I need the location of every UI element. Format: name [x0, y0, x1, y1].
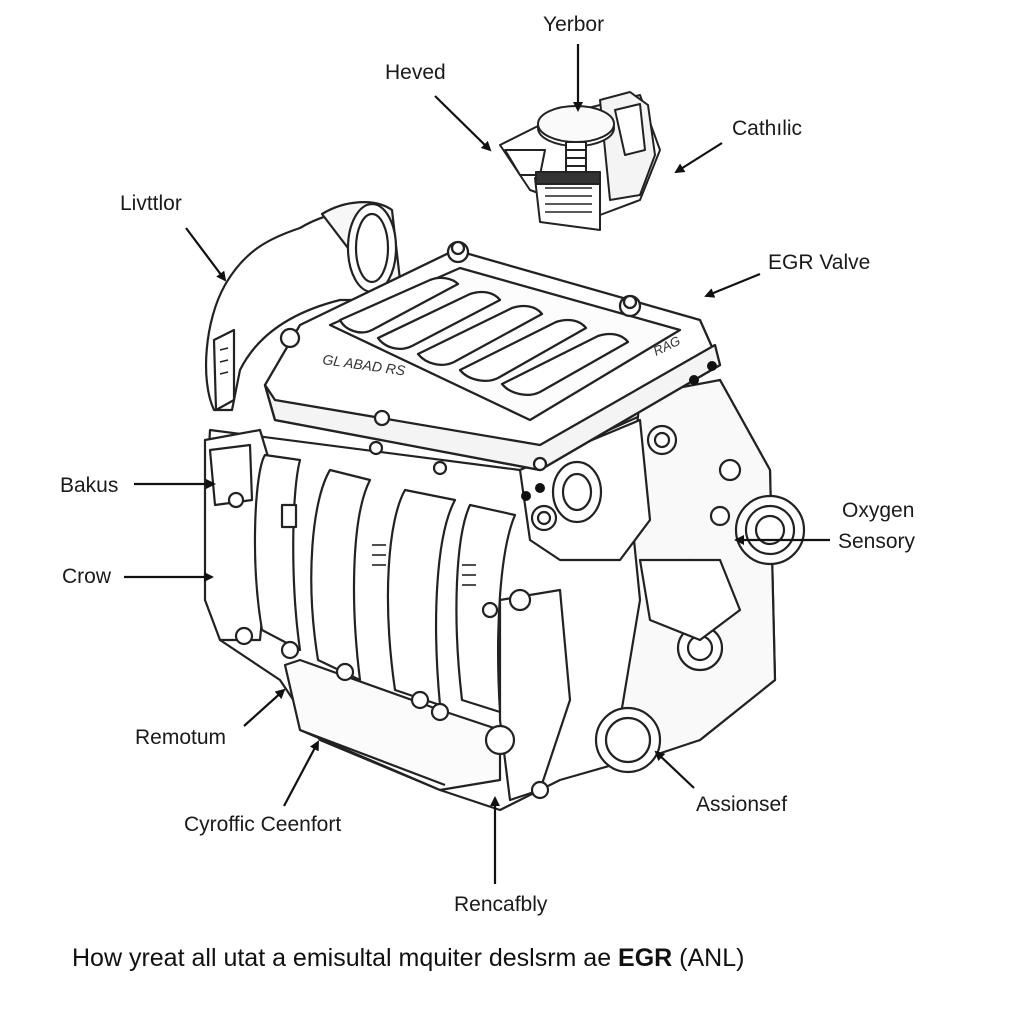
arrow-assionsef: [654, 750, 695, 789]
caption-prefix: How yreat all utat a emisultal mquiter d…: [72, 944, 619, 972]
label-assionsef: Assionsef: [696, 793, 788, 816]
label-crow: Crow: [62, 565, 112, 588]
caption-bold: EGR: [618, 944, 673, 972]
leader-arrows: [124, 44, 830, 884]
label-rencafbly: Rencafbly: [454, 893, 548, 916]
arrow-egr-valve: [704, 272, 761, 298]
air-intake-duct: [205, 201, 402, 412]
arrow-remotum: [243, 688, 286, 727]
label-livttlor: Livttlor: [120, 192, 182, 215]
label-egr-valve: EGR Valve: [768, 251, 871, 274]
label-yerbor: Yerbor: [543, 13, 605, 36]
intake-runners: [253, 440, 517, 722]
caption-suffix: (ANL): [672, 944, 745, 972]
arrow-cyroffic: [283, 740, 319, 807]
label-cyroffic-ceenfort: Cyroffic Ceenfort: [184, 813, 342, 836]
label-sensory: Sensory: [838, 530, 916, 553]
arrow-heved: [434, 95, 492, 152]
arrow-cathilic: [674, 142, 723, 174]
label-cathilic: Cathılic: [732, 117, 803, 140]
diagram-caption: How yreat all utat a emisultal mquiter d…: [72, 944, 744, 973]
label-bakus: Bakus: [60, 474, 119, 497]
label-heved: Heved: [385, 61, 446, 84]
rocker-cover: GL ABAD RS RAG: [263, 240, 722, 472]
sensor-dots: [521, 361, 717, 501]
label-oxygen: Oxygen: [842, 499, 915, 522]
arrow-livttlor: [185, 227, 227, 282]
top-valve-assembly: [499, 91, 661, 231]
label-remotum: Remotum: [135, 726, 227, 749]
